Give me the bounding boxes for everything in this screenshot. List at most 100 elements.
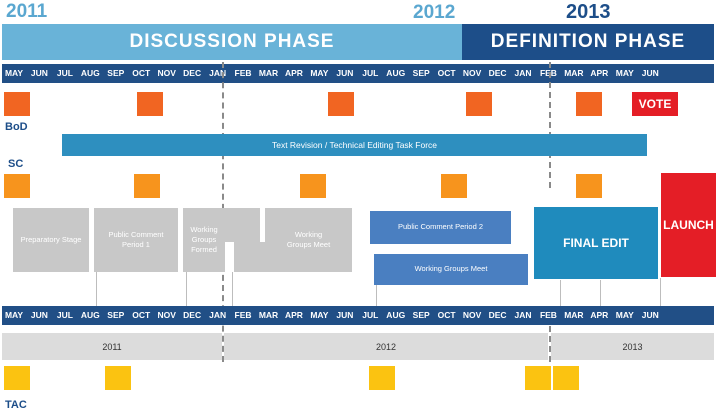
month-label: JAN bbox=[514, 310, 532, 320]
preparatory-stage-box: Preparatory Stage bbox=[13, 208, 89, 272]
sc-meeting-marker bbox=[134, 174, 160, 198]
month-label: DEC bbox=[183, 68, 202, 78]
month-label: FEB bbox=[234, 68, 252, 78]
month-label: NOV bbox=[157, 68, 176, 78]
month-label: MAR bbox=[258, 310, 279, 320]
guide-line bbox=[376, 285, 377, 306]
guide-line bbox=[186, 262, 187, 306]
discussion-phase-bar: DISCUSSION PHASE bbox=[2, 24, 462, 60]
final-edit-label: FINAL EDIT bbox=[563, 235, 629, 250]
working-groups-formed-box: Working Groups Formed bbox=[183, 208, 225, 272]
month-label: FEB bbox=[539, 310, 557, 320]
bod-meeting-marker bbox=[137, 92, 163, 116]
month-label: JUL bbox=[56, 310, 73, 320]
month-label: JUN bbox=[336, 68, 354, 78]
month-label: OCT bbox=[437, 68, 456, 78]
working-groups-formed-label: Working Groups Formed bbox=[190, 224, 218, 255]
year-band-2012: 2012 bbox=[224, 333, 548, 360]
year-2012-label: 2012 bbox=[413, 2, 456, 23]
month-label: APR bbox=[284, 310, 303, 320]
public-comment-1-label: Public Comment Period 1 bbox=[108, 229, 164, 249]
month-label: APR bbox=[284, 68, 303, 78]
month-label: SEP bbox=[412, 310, 430, 320]
month-label: DEC bbox=[488, 68, 507, 78]
tac-meeting-marker bbox=[553, 366, 579, 390]
sc-meeting-marker bbox=[4, 174, 30, 198]
preparatory-stage-label: Preparatory Stage bbox=[20, 234, 82, 244]
bod-meeting-marker bbox=[576, 92, 602, 116]
month-label: MAY bbox=[615, 68, 634, 78]
month-label: MAY bbox=[310, 310, 329, 320]
month-label: JUN bbox=[30, 310, 48, 320]
month-label: NOV bbox=[462, 310, 482, 320]
year-divider-2013-upper bbox=[549, 62, 551, 188]
month-label: MAY bbox=[310, 68, 329, 78]
public-comment-2-box: Public Comment Period 2 bbox=[370, 211, 511, 244]
month-label: OCT bbox=[132, 68, 151, 78]
month-label: JUL bbox=[362, 68, 379, 78]
working-groups-meet-1-box: Working Groups Meet bbox=[265, 208, 352, 272]
month-label: AUG bbox=[386, 68, 406, 78]
guide-line bbox=[232, 272, 233, 306]
year-band-2013-label: 2013 bbox=[622, 341, 643, 352]
year-2011-label: 2011 bbox=[6, 1, 48, 22]
public-comment-1-box: Public Comment Period 1 bbox=[94, 208, 178, 272]
public-comment-2-label: Public Comment Period 2 bbox=[397, 222, 484, 232]
month-label: SEP bbox=[412, 68, 430, 78]
month-label: SEP bbox=[107, 68, 125, 78]
guide-line bbox=[96, 258, 97, 306]
month-label: JUN bbox=[30, 68, 48, 78]
month-label: DEC bbox=[183, 310, 202, 320]
year-band-2012-label: 2012 bbox=[375, 341, 397, 352]
final-edit-box: FINAL EDIT bbox=[534, 207, 658, 279]
sc-meeting-marker bbox=[300, 174, 326, 198]
working-groups-meet-2-label: Working Groups Meet bbox=[414, 264, 488, 274]
month-label: APR bbox=[590, 310, 609, 320]
bod-row-label: BoD bbox=[5, 121, 28, 133]
tac-meeting-marker bbox=[4, 366, 30, 390]
month-label: MAR bbox=[564, 310, 584, 320]
task-force-bar: Text Revision / Technical Editing Task F… bbox=[62, 134, 647, 156]
sc-row-label: SC bbox=[8, 158, 24, 170]
tac-meeting-marker bbox=[525, 366, 551, 390]
task-force-label: Text Revision / Technical Editing Task F… bbox=[271, 140, 438, 150]
month-label: MAY bbox=[4, 310, 24, 320]
month-label: OCT bbox=[437, 310, 456, 320]
working-groups-meet-2-box: Working Groups Meet bbox=[374, 254, 528, 285]
month-label: MAR bbox=[564, 68, 584, 78]
definition-phase-label: DEFINITION PHASE bbox=[490, 31, 686, 52]
working-groups-formed-step bbox=[225, 208, 260, 242]
guide-line bbox=[560, 280, 561, 306]
month-label: NOV bbox=[462, 68, 482, 78]
launch-box: LAUNCH bbox=[661, 173, 716, 277]
year-divider-2013-lower bbox=[549, 306, 551, 362]
definition-phase-bar: DEFINITION PHASE bbox=[462, 24, 714, 60]
launch-label: LAUNCH bbox=[663, 217, 714, 232]
month-label: FEB bbox=[234, 310, 252, 320]
month-label: MAR bbox=[258, 68, 279, 78]
month-label: OCT bbox=[132, 310, 151, 320]
tac-row-label: TAC bbox=[5, 399, 27, 411]
vote-marker: VOTE bbox=[632, 92, 678, 116]
month-label: MAY bbox=[4, 68, 24, 78]
guide-line bbox=[660, 278, 661, 306]
month-label: JUN bbox=[641, 310, 659, 320]
month-label: AUG bbox=[80, 310, 100, 320]
month-label: NOV bbox=[157, 310, 176, 320]
month-label: MAY bbox=[615, 310, 634, 320]
year-band-2011-label: 2011 bbox=[102, 341, 122, 352]
working-groups-meet-1-label: Working Groups Meet bbox=[286, 229, 331, 249]
month-label: JUL bbox=[362, 310, 379, 320]
month-label: JAN bbox=[209, 310, 227, 320]
month-label: AUG bbox=[386, 310, 406, 320]
sc-meeting-marker bbox=[576, 174, 602, 198]
month-label: JUN bbox=[336, 310, 354, 320]
month-label: FEB bbox=[539, 68, 557, 78]
discussion-phase-label: DISCUSSION PHASE bbox=[129, 31, 335, 52]
year-band-2011: 2011 bbox=[2, 333, 222, 360]
month-label: APR bbox=[590, 68, 609, 78]
working-groups-meet-1-step bbox=[234, 242, 265, 272]
month-label: AUG bbox=[80, 68, 100, 78]
bod-meeting-marker bbox=[466, 92, 492, 116]
